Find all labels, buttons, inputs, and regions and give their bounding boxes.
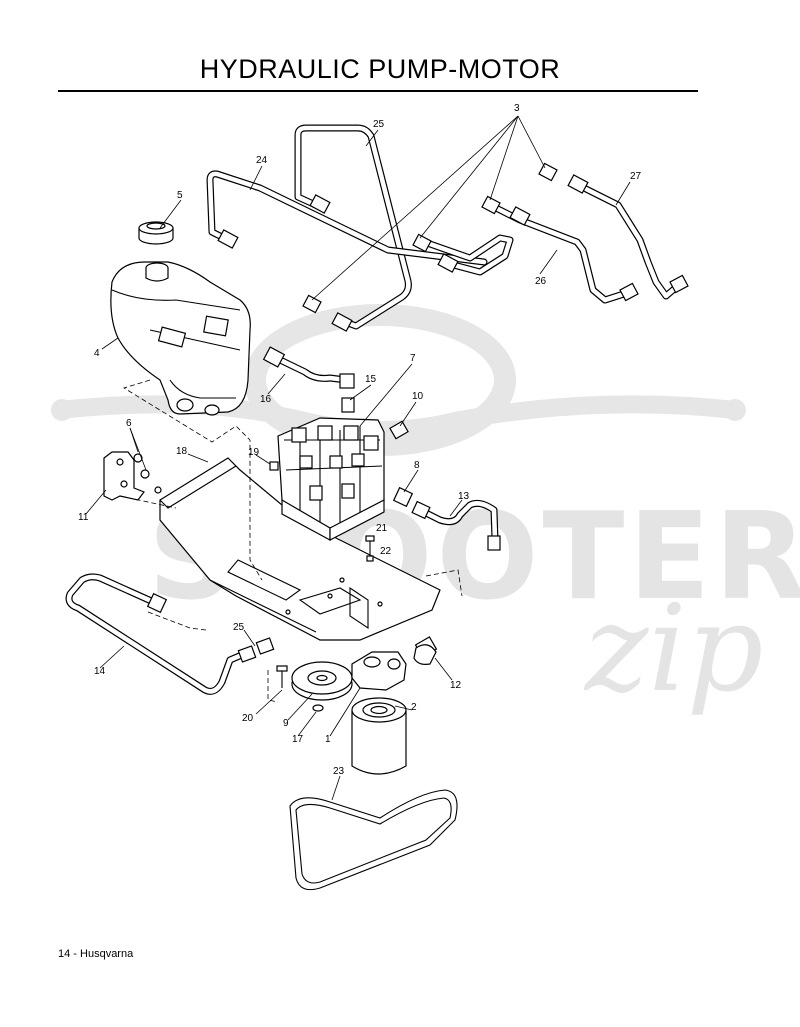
page-title: HYDRAULIC PUMP-MOTOR (199, 54, 561, 84)
mounting-plate (159, 457, 441, 641)
page-footer: 14 - Husqvarna (58, 948, 134, 960)
callout-22: 22 (380, 546, 392, 557)
callout-25-lower: 25 (233, 622, 245, 633)
hydraulic-pump (277, 417, 385, 542)
callout-labels: 3 25 24 27 5 26 4 7 15 16 10 6 18 19 8 1… (78, 103, 642, 777)
callout-18: 18 (176, 446, 188, 457)
callout-9: 9 (283, 718, 289, 729)
callout-20: 20 (242, 713, 254, 724)
callout-15: 15 (365, 374, 377, 385)
callout-25: 25 (373, 119, 385, 130)
callout-2: 2 (411, 702, 417, 713)
callout-24: 24 (256, 155, 268, 166)
hydraulic-reservoir (110, 261, 251, 416)
hardware-bolts (269, 461, 375, 712)
callout-5: 5 (177, 190, 183, 201)
title-rule (58, 90, 698, 92)
callout-13: 13 (458, 491, 470, 502)
oil-filter (351, 697, 407, 775)
callout-3: 3 (514, 103, 520, 114)
callout-8: 8 (414, 460, 420, 471)
bracket (103, 451, 162, 501)
callout-26: 26 (535, 276, 547, 287)
fittings (146, 162, 689, 663)
callout-6: 6 (126, 418, 132, 429)
callout-27: 27 (630, 171, 642, 182)
callout-12: 12 (450, 680, 462, 691)
reservoir-cap (138, 221, 174, 245)
watermark-script: zip (583, 580, 763, 719)
callout-10: 10 (412, 391, 424, 402)
callout-11: 11 (78, 512, 89, 523)
callout-4: 4 (94, 348, 100, 359)
pump-pulley (291, 661, 353, 701)
hydraulic-lines (65, 124, 684, 695)
callout-19: 19 (248, 447, 260, 458)
callout-23: 23 (333, 766, 345, 777)
callout-16: 16 (260, 394, 272, 405)
callout-14: 14 (94, 666, 106, 677)
callout-7: 7 (410, 353, 416, 364)
filter-head (351, 644, 437, 691)
callout-21: 21 (376, 523, 388, 534)
leader-lines (85, 115, 631, 801)
assembly-lines (119, 379, 463, 703)
callout-1: 1 (325, 734, 331, 745)
drive-belt (289, 789, 458, 891)
callout-17: 17 (292, 734, 304, 745)
